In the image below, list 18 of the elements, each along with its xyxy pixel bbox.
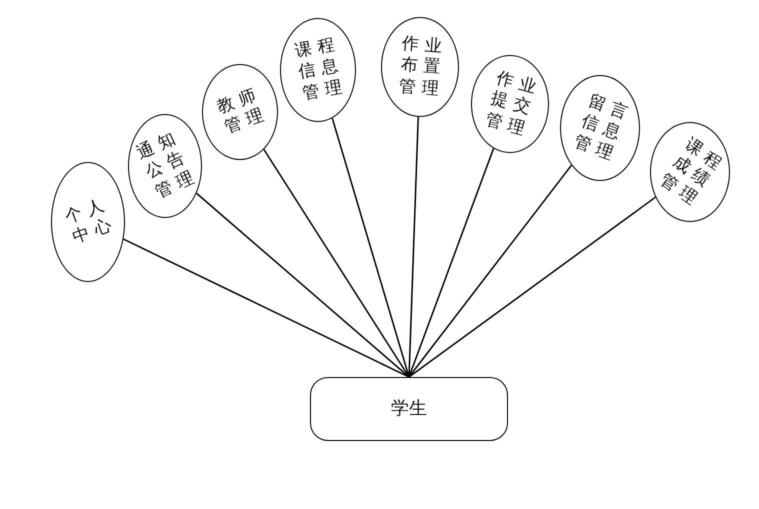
- node-label: 个人中心: [60, 192, 120, 250]
- connector-line: [332, 118, 410, 378]
- node-label: 教师管理: [212, 82, 272, 140]
- connector-line: [408, 148, 494, 378]
- node-label: 课程成绩管理: [655, 133, 730, 214]
- node-label: 学生: [391, 398, 427, 420]
- node-label: 通知公告管理: [132, 126, 202, 204]
- connector-line: [408, 116, 419, 378]
- connector-line: [196, 192, 410, 378]
- connector-line: [123, 238, 410, 378]
- node-label: 课程信息管理: [292, 34, 350, 106]
- connector-line: [408, 196, 656, 378]
- connector-line: [408, 164, 572, 378]
- entity-box: [310, 377, 508, 441]
- node-label: 作业布置管理: [396, 33, 449, 101]
- node-label: 留言信息管理: [570, 90, 636, 168]
- node-label: 作业提交管理: [482, 67, 544, 142]
- connector-line: [263, 148, 410, 378]
